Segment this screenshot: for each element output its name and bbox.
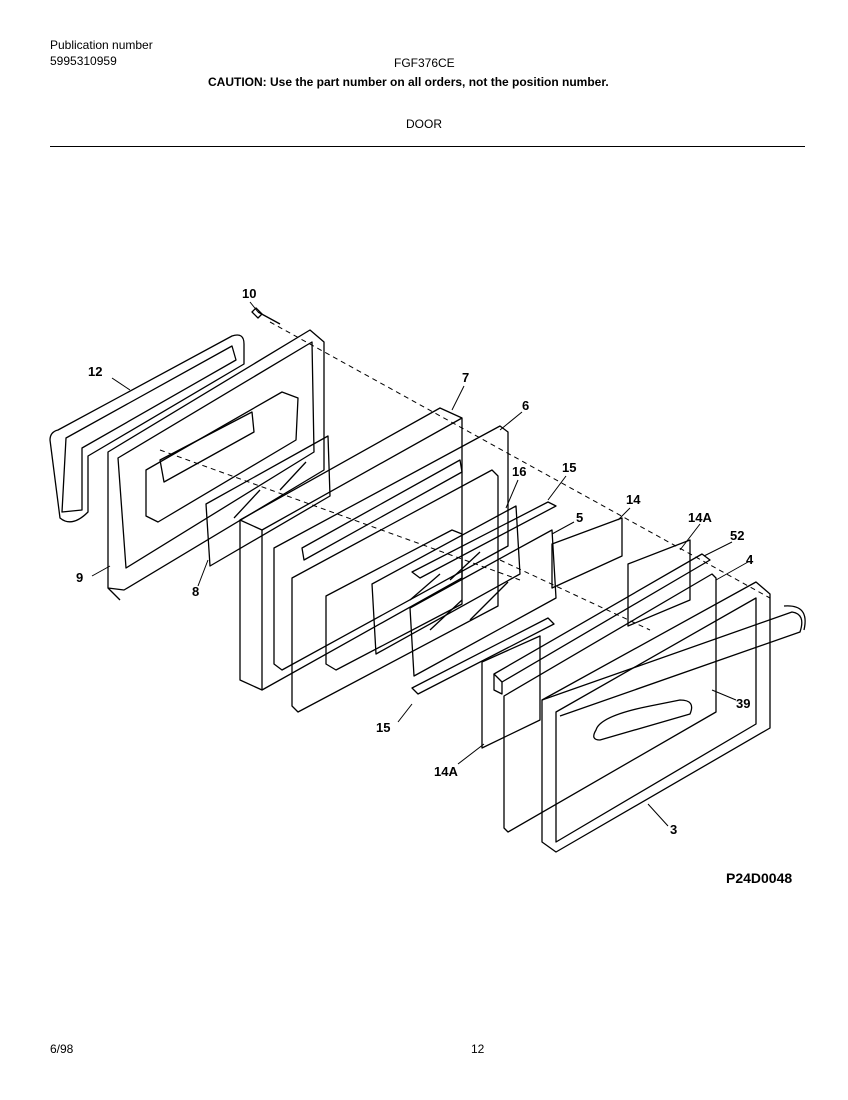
screw — [251, 307, 281, 325]
header-divider — [50, 146, 805, 147]
publication-number: 5995310959 — [50, 54, 117, 68]
publication-label: Publication number — [50, 38, 153, 52]
window-glass-5 — [409, 529, 557, 677]
footer-date: 6/98 — [50, 1042, 74, 1056]
part-label-14: 14 — [626, 492, 641, 507]
door-frame — [291, 469, 499, 713]
outer-glass — [503, 573, 717, 833]
part-label-39: 39 — [736, 696, 751, 711]
part-label-3: 3 — [670, 822, 678, 837]
part-label-4: 4 — [746, 552, 754, 567]
alignment-line-top — [269, 321, 771, 599]
part-label-5: 5 — [576, 510, 584, 525]
part-label-14a-upper: 14A — [688, 510, 712, 525]
section-title: DOOR — [406, 117, 442, 131]
part-label-15-upper: 15 — [562, 460, 577, 475]
glass-clip-lower — [411, 617, 555, 695]
part-label-14a-lower: 14A — [434, 764, 458, 779]
part-label-8: 8 — [192, 584, 200, 599]
outer-door-frame — [541, 581, 771, 853]
part-label-52: 52 — [730, 528, 745, 543]
part-label-7: 7 — [462, 370, 470, 385]
diagram-code: P24D0048 — [726, 870, 793, 886]
panel-14a-lower — [481, 635, 541, 749]
part-label-15-lower: 15 — [376, 720, 391, 735]
insulation — [239, 407, 463, 691]
door-panel — [273, 425, 509, 671]
part-label-12: 12 — [88, 364, 103, 379]
caution-note: CAUTION: Use the part number on all orde… — [208, 75, 609, 89]
part-label-6: 6 — [522, 398, 530, 413]
window-glass-16 — [371, 505, 521, 655]
panel-14a-upper — [627, 539, 691, 627]
panel-14 — [551, 517, 623, 589]
part-label-16: 16 — [512, 464, 527, 479]
glass-clip-upper — [411, 501, 557, 579]
page-number: 12 — [471, 1042, 485, 1056]
trim-strip — [493, 553, 711, 695]
model-number: FGF376CE — [394, 56, 455, 70]
part-label-9: 9 — [76, 570, 84, 585]
door-gasket — [49, 334, 245, 523]
door-handle — [541, 605, 806, 717]
inner-door-liner — [107, 329, 325, 601]
part-label-10: 10 — [242, 286, 257, 301]
inner-glass — [205, 435, 331, 567]
